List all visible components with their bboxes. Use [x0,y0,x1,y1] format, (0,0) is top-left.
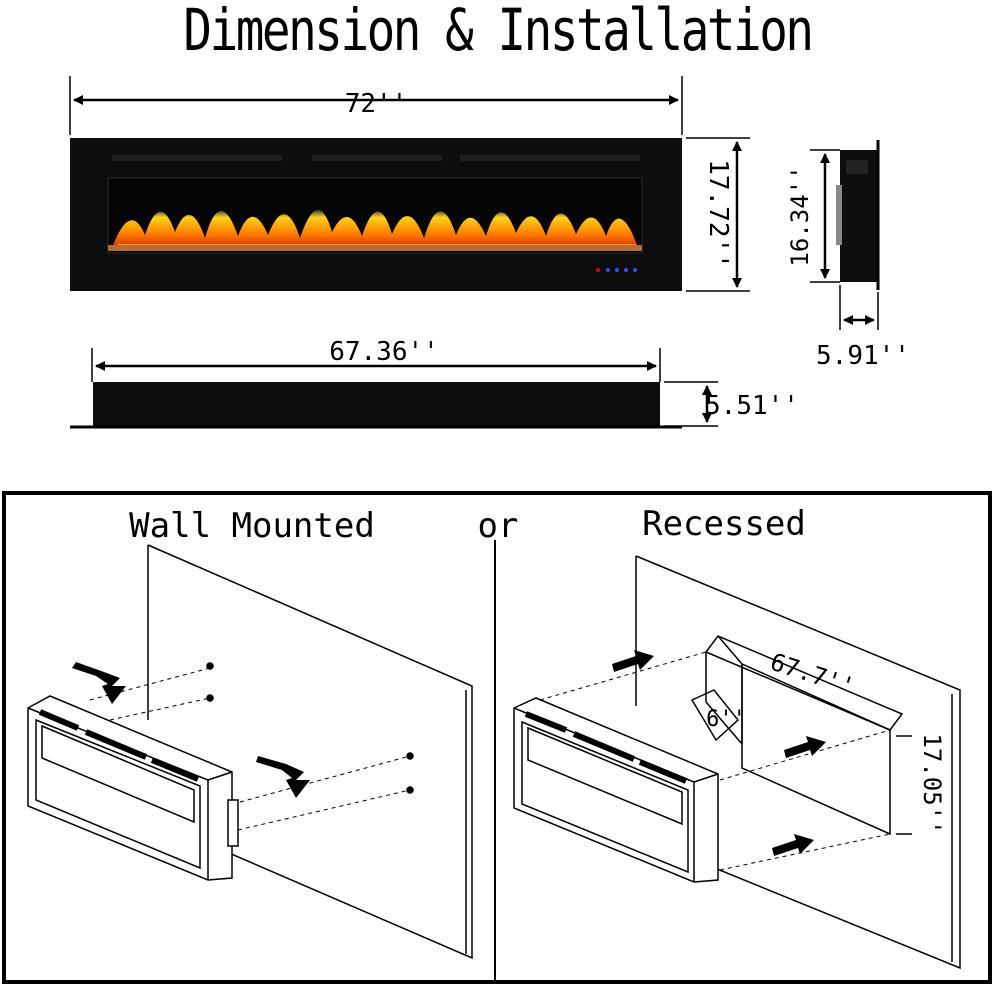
control-lights [596,268,637,272]
or-label: or [478,506,519,546]
recessed-scene [513,555,961,970]
recess-depth-label: 6'' [706,707,746,732]
flames [112,209,638,250]
bottom-width-label: 67.36'' [329,337,439,367]
bottom-width-dimension: 67.36'' [91,337,661,382]
side-depth-dimension: 5.91'' [816,285,910,371]
side-height-label: 16.34'' [786,165,814,266]
width-total-label: 72'' [345,89,408,119]
front-height-dimension: 17.72'' [686,137,750,292]
wall-mounted-scene [27,544,473,960]
arrow-icon [612,650,826,856]
recessed-label: Recessed [642,504,806,544]
side-depth-label: 5.91'' [816,341,910,371]
fireplace-side-view [836,140,880,290]
front-width-dimension: 72'' [69,76,683,135]
fireplace-front-view [70,138,682,291]
bottom-depth-label: 5.51'' [705,391,799,421]
height-total-label: 17.72'' [703,159,733,269]
installation-frame [2,491,992,984]
fireplace-bottom-view [70,382,682,429]
recess-width-label: 67.7'' [767,648,858,701]
side-height-dimension: 16.34'' [786,149,840,283]
arrow-icon [72,662,310,798]
recess-height-label: 17.05'' [918,733,946,834]
bottom-depth-dimension: 5.51'' [664,381,799,427]
page-title: Dimension & Installation [183,0,814,64]
wall-mounted-label: Wall Mounted [129,506,375,546]
